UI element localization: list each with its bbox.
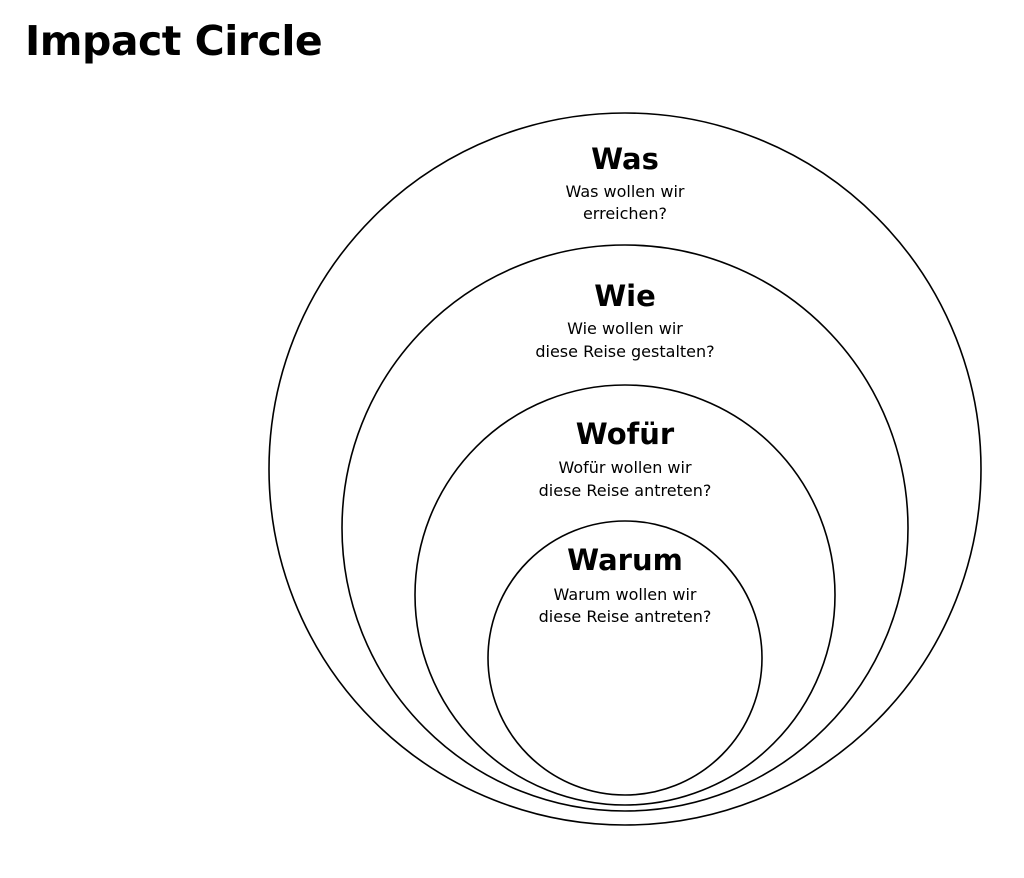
ring-was-heading: Was xyxy=(591,142,659,176)
ring-wofuer-question-line2: diese Reise antreten? xyxy=(539,481,712,500)
ring-warum-question-line1: Warum wollen wir xyxy=(554,585,697,604)
ring-was-question-line1: Was wollen wir xyxy=(566,182,685,201)
ring-warum-question-line2: diese Reise antreten? xyxy=(539,607,712,626)
ring-warum-heading: Warum xyxy=(567,543,683,577)
ring-was-circle xyxy=(268,112,982,826)
page-title: Impact Circle xyxy=(25,17,323,65)
ring-wie-heading: Wie xyxy=(594,279,656,313)
ring-wie-question-line2: diese Reise gestalten? xyxy=(535,342,714,361)
ring-wie-question-line1: Wie wollen wir xyxy=(567,319,683,338)
ring-warum-circle xyxy=(487,520,763,796)
ring-wofuer: Wofür Wofür wollen wir diese Reise antre… xyxy=(414,384,836,806)
ring-wie: Wie Wie wollen wir diese Reise gestalten… xyxy=(341,244,909,812)
ring-wie-circle xyxy=(341,244,909,812)
ring-wofuer-circle xyxy=(414,384,836,806)
ring-warum: Warum Warum wollen wir diese Reise antre… xyxy=(487,520,763,796)
ring-wofuer-question-line1: Wofür wollen wir xyxy=(558,458,691,477)
ring-wofuer-heading: Wofür xyxy=(576,417,675,451)
ring-was-question-line2: erreichen? xyxy=(583,204,667,223)
ring-was: Was Was wollen wir erreichen? xyxy=(268,112,982,826)
